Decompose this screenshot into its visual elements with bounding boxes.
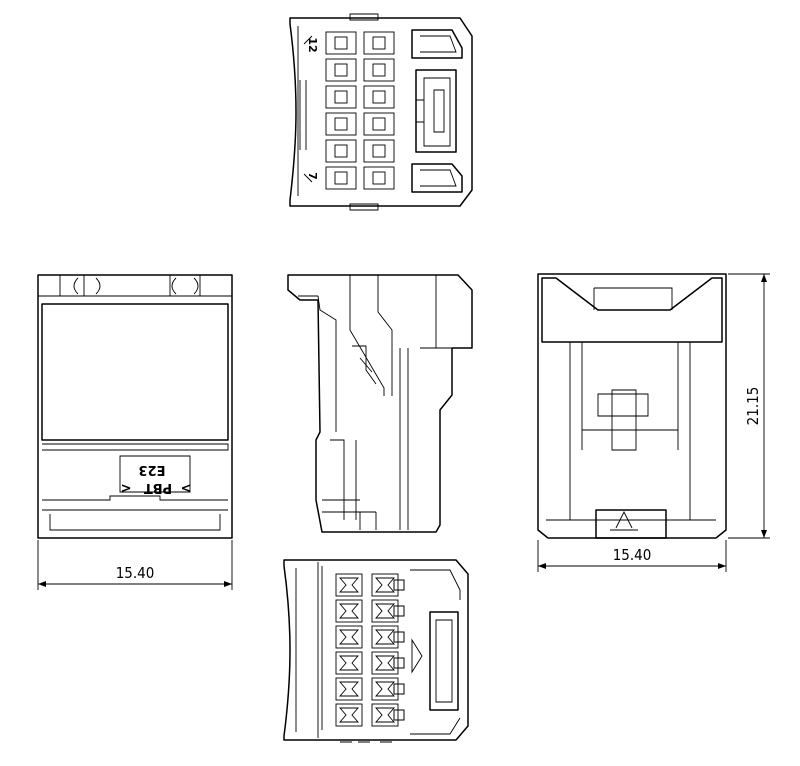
bottom-cavity [371, 625, 399, 649]
right-height-label: 21.15 [744, 387, 762, 426]
top-cavity [325, 166, 357, 190]
bottom-cavity-inner [339, 707, 359, 723]
top-cavity [363, 166, 395, 190]
right-width-label: 15.40 [613, 546, 652, 564]
top-cavity [325, 85, 357, 109]
top-cavity [325, 58, 357, 82]
bottom-cavity [371, 599, 399, 623]
bottom-cavity-inner [375, 681, 395, 697]
bottom-latch [393, 579, 405, 591]
top-cavity [363, 31, 395, 55]
bottom-cavity [371, 677, 399, 701]
front-width-label: 15.40 [116, 564, 155, 582]
top-cavity [363, 85, 395, 109]
bottom-cavity [335, 703, 363, 727]
top-cavity-inner [372, 63, 386, 77]
bottom-latch [393, 579, 405, 591]
top-cavity-inner [372, 117, 386, 131]
top-cavity-inner [334, 90, 348, 104]
top-cavity-inner [334, 171, 348, 185]
top-cavity [325, 31, 357, 55]
bottom-cavity [335, 651, 363, 675]
top-cavity-inner [372, 144, 386, 158]
pin-number-bottom: 7 [306, 172, 319, 180]
bottom-latch [393, 709, 405, 721]
top-pin-grid [325, 31, 395, 190]
bottom-cavity-inner [339, 629, 359, 645]
bottom-cavity [335, 625, 363, 649]
bottom-cavity [371, 703, 399, 727]
bottom-latch [393, 631, 405, 643]
top-cavity-inner [372, 171, 386, 185]
bottom-cavity-inner [339, 603, 359, 619]
bottom-cavity-inner [375, 707, 395, 723]
bottom-cavity [335, 599, 363, 623]
front-view: PBT E23 < > 15.40 [37, 274, 233, 590]
top-cavity-inner [334, 117, 348, 131]
right-view: 21.15 15.40 [537, 273, 770, 572]
bottom-latch [393, 683, 405, 695]
top-view: 12 7 [289, 13, 473, 211]
top-cavity [325, 112, 357, 136]
bottom-latch [393, 631, 405, 643]
bottom-view [283, 559, 469, 743]
top-cavity-inner [334, 63, 348, 77]
bottom-cavity [371, 651, 399, 675]
bottom-cavity-inner [339, 681, 359, 697]
bottom-latch [393, 683, 405, 695]
bottom-cavity-inner [375, 603, 395, 619]
bottom-cavity-inner [375, 577, 395, 593]
top-cavity [363, 58, 395, 82]
bottom-cavity-inner [375, 655, 395, 671]
bottom-latch [393, 709, 405, 721]
side-view [287, 274, 473, 533]
top-cavity-inner [334, 144, 348, 158]
bottom-cavity [335, 677, 363, 701]
code-marking: E23 [139, 462, 166, 477]
bottom-cavity [335, 573, 363, 597]
bottom-cavity-inner [339, 655, 359, 671]
bottom-latch [393, 605, 405, 617]
top-cavity [363, 112, 395, 136]
top-cavity-inner [334, 36, 348, 50]
bottom-cavity [371, 573, 399, 597]
top-cavity [363, 139, 395, 163]
material-marking: PBT [144, 480, 172, 495]
arrow-mark-right: > [181, 480, 192, 495]
top-cavity-inner [372, 90, 386, 104]
pin-number-top: 12 [306, 37, 319, 52]
bottom-cavity-inner [339, 577, 359, 593]
arrow-mark-left: < [121, 480, 132, 495]
bottom-pin-grid [335, 573, 405, 727]
bottom-latch [393, 657, 405, 669]
top-cavity [325, 139, 357, 163]
bottom-cavity-inner [375, 629, 395, 645]
bottom-latch [393, 657, 405, 669]
top-cavity-inner [372, 36, 386, 50]
bottom-latch [393, 605, 405, 617]
